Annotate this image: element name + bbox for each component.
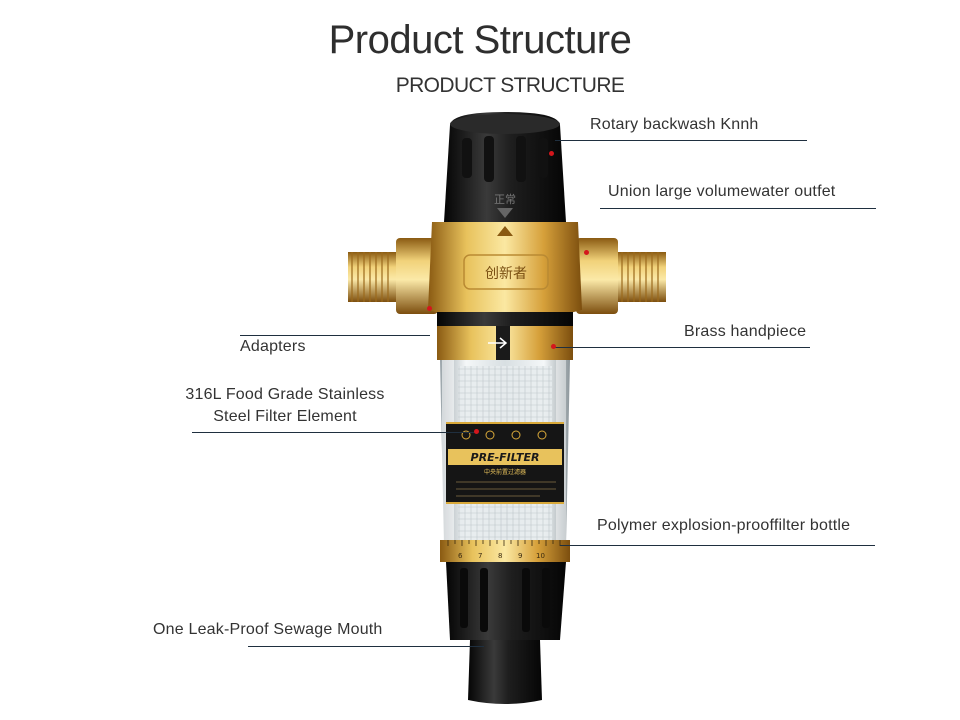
label-title-text: PRE-FILTER xyxy=(471,451,540,464)
rotary-knob: 正常 xyxy=(444,112,566,222)
marker-dot-union-outlet xyxy=(584,250,589,255)
callout-polymer-bottle: Polymer explosion-prooffilter bottle xyxy=(597,517,851,534)
page-title: Product Structure xyxy=(328,18,632,62)
callout-filter-element: 316L Food Grade Stainless Steel Filter E… xyxy=(160,386,410,426)
callout-sewage-mouth: One Leak-Proof Sewage Mouth xyxy=(153,621,383,638)
page-subtitle: PRODUCT STRUCTURE xyxy=(395,74,625,97)
callout-adapters: Adapters xyxy=(240,338,306,355)
leader-line-adapters xyxy=(240,335,430,336)
brass-handpiece xyxy=(437,312,573,360)
sewage-mouth xyxy=(446,562,566,704)
adapter-left xyxy=(348,238,438,314)
pre-filter-label: PRE-FILTER 中央前置过滤器 xyxy=(446,422,564,504)
scale-number: 7 xyxy=(478,552,482,560)
leader-line-filter-element xyxy=(192,432,476,433)
callout-rotary-knob: Rotary backwash Knnh xyxy=(590,116,759,133)
label-subtitle-text: 中央前置过滤器 xyxy=(484,468,526,476)
brand-emboss-text: 创新者 xyxy=(485,266,527,282)
callout-brass-handpiece: Brass handpiece xyxy=(684,323,807,340)
marker-dot-brass-handpiece xyxy=(551,344,556,349)
scale-number: 8 xyxy=(498,552,502,560)
marker-dot-adapters xyxy=(427,306,432,311)
callout-union-outlet: Union large volumewater outfet xyxy=(608,183,836,200)
brass-body: 创新者 xyxy=(428,222,582,320)
leader-line-brass-handpiece xyxy=(555,347,810,348)
leader-line-union-outlet xyxy=(600,208,876,209)
leader-line-sewage-mouth xyxy=(248,646,484,647)
cap-mark-text: 正常 xyxy=(494,193,516,206)
scale-number: 9 xyxy=(518,552,522,560)
scale-number: 6 xyxy=(458,552,463,560)
leader-line-polymer-bottle xyxy=(560,545,875,546)
callout-filter-element-line1: 316L Food Grade Stainless xyxy=(185,386,385,403)
adapter-right xyxy=(576,238,666,314)
leader-line-rotary-knob xyxy=(555,140,807,141)
scale-number: 10 xyxy=(536,552,545,560)
marker-dot-filter-element xyxy=(474,429,479,434)
marker-dot-rotary-knob xyxy=(549,151,554,156)
scale-ring: 6 7 8 9 10 xyxy=(440,540,570,562)
callout-filter-element-line2: Steel Filter Element xyxy=(213,408,357,425)
